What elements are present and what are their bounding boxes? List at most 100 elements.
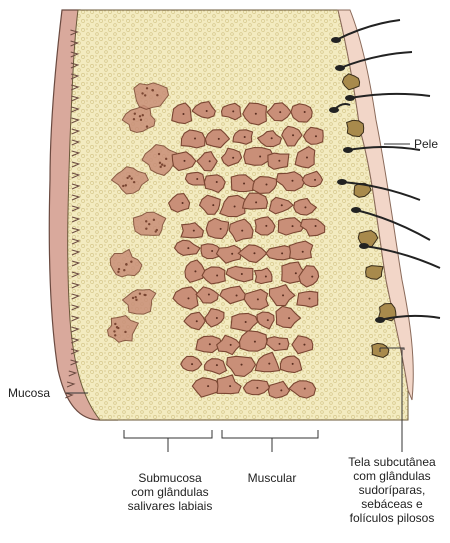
muscle-nucleus xyxy=(255,201,257,203)
label-submucosa-line2: com glândulas xyxy=(108,485,232,499)
muscular-bracket xyxy=(222,430,318,452)
muscle-nucleus xyxy=(218,138,220,140)
muscle-nucleus xyxy=(231,253,233,255)
gland-acinus xyxy=(144,94,146,96)
gland-acinus xyxy=(160,166,162,168)
gland-acinus xyxy=(114,334,116,336)
gland-acinus xyxy=(156,94,158,96)
gland-acinus xyxy=(125,263,127,265)
muscle-nucleus xyxy=(314,179,316,181)
gland-acinus xyxy=(148,223,150,225)
muscle-bundle xyxy=(206,218,228,238)
muscle-nucleus xyxy=(292,363,294,365)
muscle-nucleus xyxy=(243,183,245,185)
muscle-nucleus xyxy=(183,160,185,162)
gland-acinus xyxy=(133,118,135,120)
hair-bulb xyxy=(375,317,385,323)
sebaceous-gland xyxy=(347,120,364,136)
hair-bulb xyxy=(359,243,369,249)
gland-acinus xyxy=(165,158,167,160)
label-tela-line2: com glândulas xyxy=(334,469,450,483)
label-muscular: Muscular xyxy=(236,471,308,485)
gland-acinus xyxy=(123,269,125,271)
muscle-nucleus xyxy=(196,320,198,322)
muscle-nucleus xyxy=(245,321,247,323)
gland-acinus xyxy=(143,294,145,296)
muscle-nucleus xyxy=(278,160,280,162)
hair-bulb xyxy=(337,179,347,185)
muscle-nucleus xyxy=(193,230,195,232)
label-pele: Pele xyxy=(414,137,438,151)
hair-bulb xyxy=(331,37,341,43)
muscle-nucleus xyxy=(265,225,267,227)
gland-acinus xyxy=(124,331,126,333)
muscle-nucleus xyxy=(280,389,282,391)
muscle-bundle xyxy=(268,153,289,169)
muscle-nucleus xyxy=(187,247,189,249)
muscle-nucleus xyxy=(232,110,234,112)
muscle-nucleus xyxy=(291,180,293,182)
muscle-nucleus xyxy=(191,363,193,365)
muscle-nucleus xyxy=(302,251,304,253)
muscle-nucleus xyxy=(292,134,294,136)
muscle-nucleus xyxy=(209,160,211,162)
muscle-nucleus xyxy=(211,250,213,252)
muscle-nucleus xyxy=(232,157,234,159)
gland-acinus xyxy=(142,114,144,116)
muscle-nucleus xyxy=(268,363,270,365)
muscle-nucleus xyxy=(212,204,214,206)
muscle-bundle xyxy=(185,172,204,185)
gland-acinus xyxy=(133,181,135,183)
gland-acinus xyxy=(130,261,132,263)
muscle-bundle xyxy=(289,241,312,260)
gland-acinus xyxy=(153,219,155,221)
muscle-nucleus xyxy=(288,317,290,319)
gland-acinus xyxy=(135,299,137,301)
muscle-nucleus xyxy=(282,294,284,296)
hair-bulb xyxy=(345,95,355,101)
gland-acinus xyxy=(161,163,163,165)
muscle-nucleus xyxy=(271,137,273,139)
gland-acinus xyxy=(146,87,148,89)
muscle-nucleus xyxy=(244,136,246,138)
gland-acinus xyxy=(145,220,147,222)
muscle-nucleus xyxy=(292,225,294,227)
gland-acinus xyxy=(113,330,115,332)
muscle-nucleus xyxy=(311,276,313,278)
gland-acinus xyxy=(122,185,124,187)
muscle-nucleus xyxy=(216,317,218,319)
muscle-nucleus xyxy=(281,204,283,206)
muscle-nucleus xyxy=(241,273,243,275)
gland-acinus xyxy=(163,165,165,167)
muscle-nucleus xyxy=(256,387,258,389)
muscle-nucleus xyxy=(315,135,317,137)
gland-acinus xyxy=(116,326,118,328)
hair-bulb xyxy=(351,207,361,213)
muscle-nucleus xyxy=(254,341,256,343)
muscle-nucleus xyxy=(220,228,222,230)
muscle-nucleus xyxy=(241,364,243,366)
hair-bulb xyxy=(329,107,339,113)
muscle-nucleus xyxy=(194,270,196,272)
label-tela-line4: sebáceas e xyxy=(334,497,450,511)
muscle-bundle xyxy=(181,130,205,148)
muscle-nucleus xyxy=(229,385,231,387)
gland-acinus xyxy=(128,175,130,177)
label-tela-line1: Tela subcutânea xyxy=(334,455,450,469)
muscle-nucleus xyxy=(216,181,218,183)
muscle-nucleus xyxy=(216,364,218,366)
muscle-nucleus xyxy=(306,156,308,158)
muscle-nucleus xyxy=(279,111,281,113)
muscle-nucleus xyxy=(259,156,261,158)
muscle-nucleus xyxy=(303,344,305,346)
muscle-nucleus xyxy=(182,113,184,115)
gland-acinus xyxy=(118,268,120,270)
label-submucosa-line1: Submucosa xyxy=(108,471,232,485)
muscle-nucleus xyxy=(308,298,310,300)
muscle-nucleus xyxy=(230,344,232,346)
muscle-bundle xyxy=(255,268,272,284)
muscle-nucleus xyxy=(265,275,267,277)
muscle-bundle xyxy=(297,291,318,307)
hair-bulb xyxy=(343,147,353,153)
muscle-nucleus xyxy=(182,202,184,204)
